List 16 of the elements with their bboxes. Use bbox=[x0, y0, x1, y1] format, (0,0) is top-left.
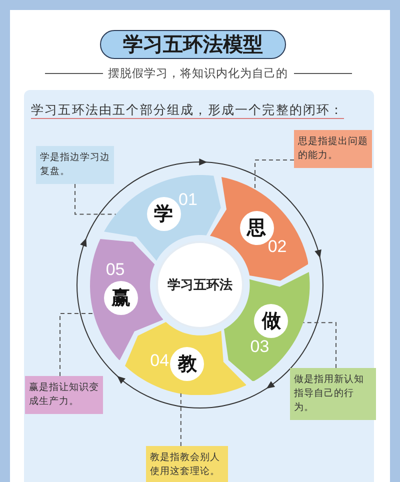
subtitle: 摆脱假学习，将知识内化为自己的 bbox=[107, 65, 289, 81]
callout-box: 思是指提出问题的能力。 bbox=[294, 130, 372, 168]
callout-box: 赢是指让知识变成生产力。 bbox=[25, 376, 103, 414]
leader-line bbox=[60, 312, 94, 376]
step-number: 04 bbox=[149, 350, 170, 371]
title: 学习五环法模型 bbox=[100, 30, 286, 59]
callout-box: 做是指用新认知指导自己的行为。 bbox=[290, 368, 376, 420]
step-number: 03 bbox=[249, 336, 270, 357]
callout-box: 教是指教会别人使用这套理论。 bbox=[146, 446, 228, 482]
leader-line bbox=[180, 392, 182, 446]
step-number: 05 bbox=[104, 260, 126, 280]
callout-box: 学是指边学习边复盘。 bbox=[36, 146, 114, 184]
leader-line bbox=[254, 160, 294, 190]
intro-text: 学习五环法由五个部分组成，形成一个完整的闭环： bbox=[31, 101, 344, 119]
leader-line bbox=[74, 184, 116, 215]
leader-line bbox=[302, 322, 336, 368]
